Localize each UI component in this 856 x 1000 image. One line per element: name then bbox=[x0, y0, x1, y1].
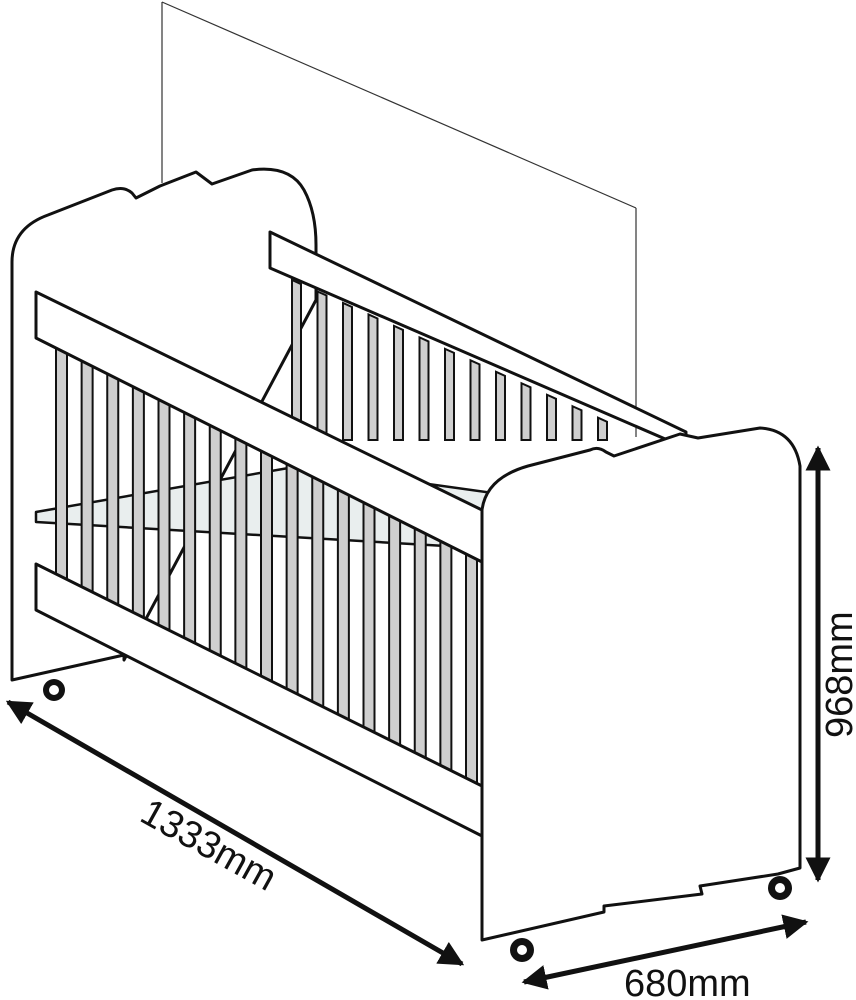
front-slat bbox=[362, 489, 376, 739]
back-slat bbox=[393, 324, 404, 441]
front-slat bbox=[131, 376, 145, 624]
back-slat bbox=[469, 358, 481, 441]
back-slat bbox=[597, 416, 608, 441]
front-slat bbox=[80, 350, 94, 598]
front-slat bbox=[157, 388, 171, 637]
length-dimension-arrow bbox=[5, 699, 465, 967]
front-slat bbox=[260, 438, 273, 688]
front-slat bbox=[183, 401, 197, 650]
back-slat bbox=[316, 289, 328, 441]
front-slat bbox=[285, 451, 299, 701]
width-dimension-arrow bbox=[521, 914, 809, 990]
front-slat bbox=[465, 539, 478, 791]
back-slat bbox=[546, 393, 557, 441]
front-slat bbox=[311, 463, 325, 714]
caster-back-left bbox=[43, 679, 65, 701]
front-slat bbox=[208, 413, 222, 662]
caster-front-right bbox=[768, 876, 792, 900]
front-slat bbox=[336, 476, 350, 727]
height-dimension-label: 968mm bbox=[819, 611, 856, 738]
back-slats bbox=[291, 278, 608, 441]
front-slat bbox=[439, 526, 453, 778]
back-slat bbox=[520, 381, 532, 441]
front-slat bbox=[388, 501, 402, 752]
width-dimension-label: 680mm bbox=[624, 963, 751, 1000]
front-slat bbox=[55, 338, 68, 586]
front-slat bbox=[413, 514, 427, 765]
back-slat bbox=[495, 370, 506, 441]
front-footboard bbox=[480, 426, 802, 942]
front-slat bbox=[234, 426, 248, 675]
background-panel bbox=[161, 1, 637, 437]
back-slat bbox=[444, 347, 455, 441]
back-slat bbox=[367, 312, 379, 441]
back-slat bbox=[418, 335, 430, 441]
back-slat bbox=[571, 404, 583, 441]
front-slat bbox=[106, 363, 120, 611]
back-slat bbox=[291, 278, 302, 441]
back-slat bbox=[342, 301, 353, 441]
caster-front-left bbox=[510, 938, 534, 962]
